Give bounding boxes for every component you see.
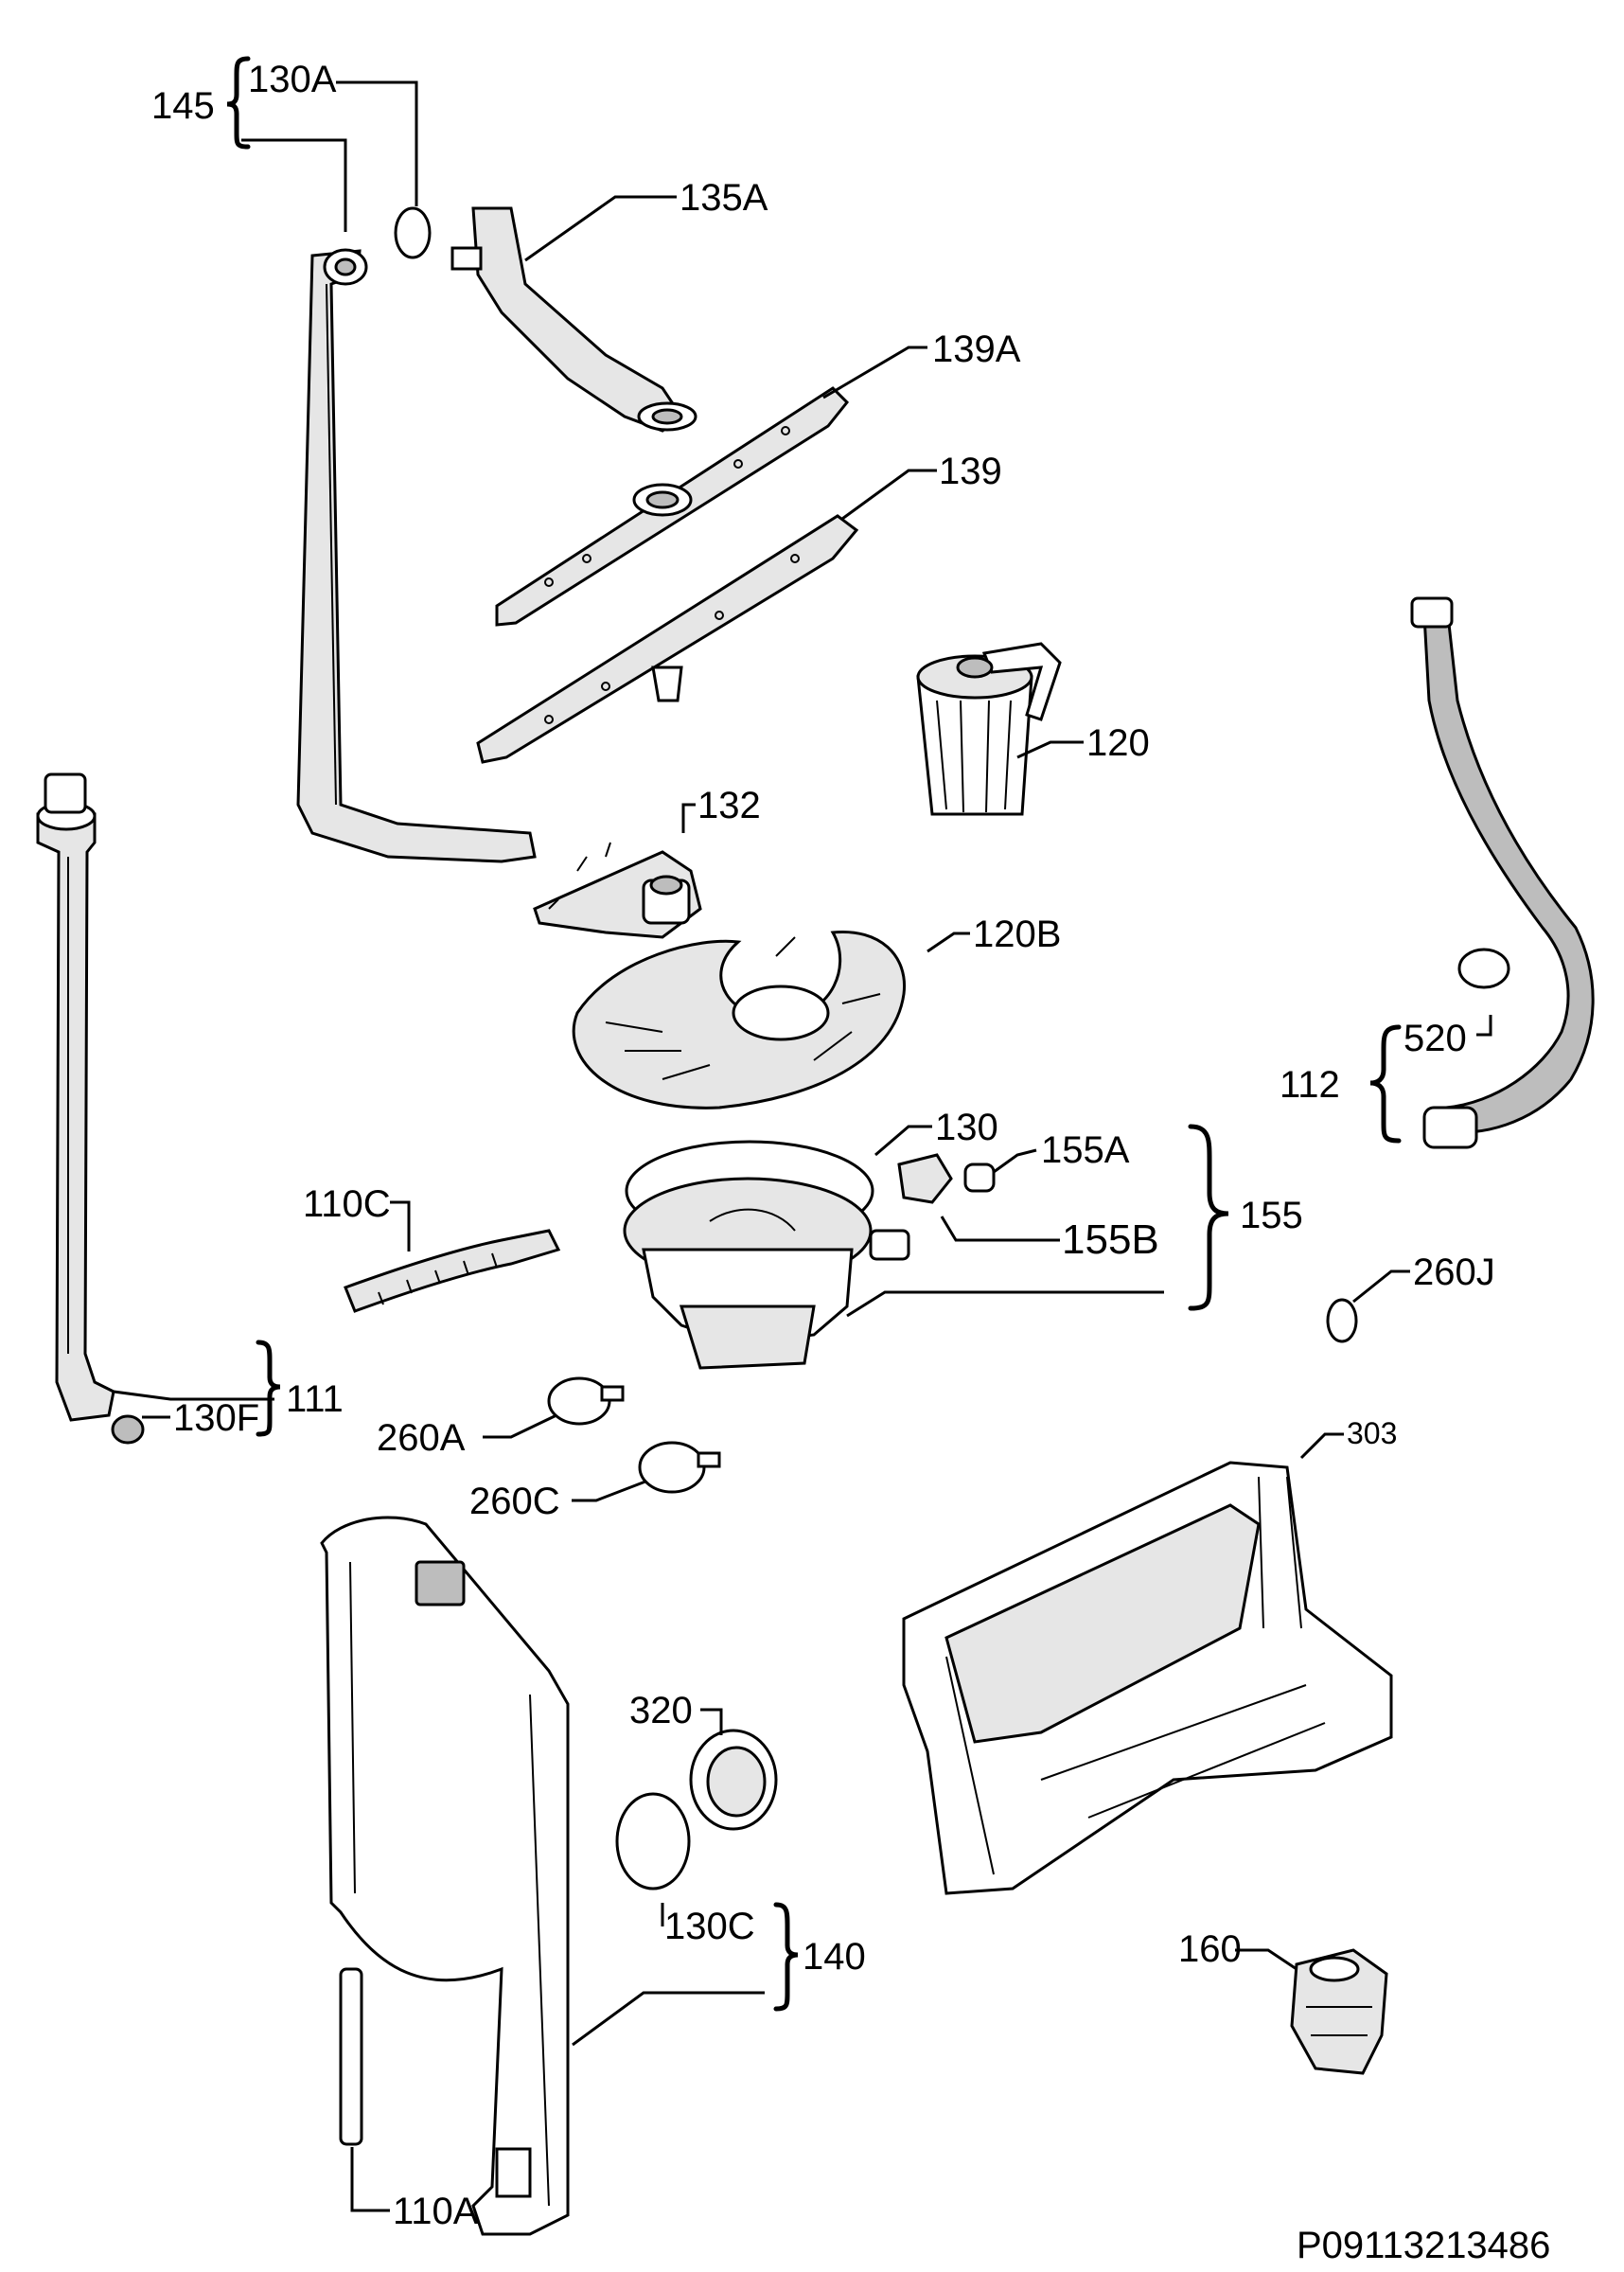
part-120-micro-filter [916,642,1062,816]
part-260j-clip [1326,1298,1358,1343]
part-120b-filter-plate [572,930,907,1109]
part-111-inlet-hose [36,772,145,1445]
label-130c: 130C [664,1906,755,1947]
label-130: 130 [935,1107,998,1148]
part-140-water-tank [320,1516,570,2236]
part-260c-clamp [638,1441,721,1494]
part-303-base-tray [902,1461,1393,1895]
part-132-level-sensor [533,842,702,939]
label-110a: 110A [393,2191,479,2232]
braces [226,56,1402,2012]
part-135a-spray-tube [450,206,697,433]
part-155-sump-assembly [623,1140,910,1370]
label-112: 112 [1280,1064,1340,1106]
part-labels: 145 130A 135A 139A 139 120 132 120B 520 … [151,59,1495,2232]
label-135a: 135A [680,177,768,219]
label-130a: 130A [248,59,337,100]
part-320-seal [689,1729,778,1831]
label-260j: 260J [1413,1251,1495,1293]
part-110c-drain-hose [344,1229,561,1313]
label-320: 320 [629,1690,693,1731]
label-260c: 260C [469,1481,560,1522]
part-112-drain-hose [1410,596,1595,1149]
label-140: 140 [803,1936,866,1978]
label-260a: 260A [377,1417,466,1459]
part-145-feed-tube [296,248,537,863]
label-130f: 130F [173,1397,259,1439]
part-160-drain-pump [1290,1948,1388,2075]
part-130c-o-ring [615,1792,691,1890]
part-155a-valve [897,1153,996,1204]
part-110a-tube [339,1967,363,2146]
label-111: 111 [286,1378,344,1420]
part-260a-clamp [547,1376,625,1426]
label-155: 155 [1240,1195,1303,1236]
part-139a-upper-spray-arm [495,386,850,627]
label-145: 145 [151,85,215,127]
label-155b: 155B [1062,1216,1159,1263]
leader-lines [113,80,1492,2212]
part-139-lower-spray-arm [476,514,859,764]
part-130a-o-ring [394,206,432,259]
label-110c: 110C [303,1183,391,1225]
label-520: 520 [1403,1018,1467,1059]
label-139a: 139A [932,328,1021,370]
label-160: 160 [1178,1928,1242,1970]
label-303: 303 [1347,1416,1397,1450]
label-139: 139 [939,451,1002,492]
label-120: 120 [1086,722,1150,764]
label-132: 132 [697,785,761,826]
label-155a: 155A [1041,1129,1130,1171]
drawing-code: P09113213486 [1297,2225,1550,2266]
label-120b: 120B [973,914,1061,955]
